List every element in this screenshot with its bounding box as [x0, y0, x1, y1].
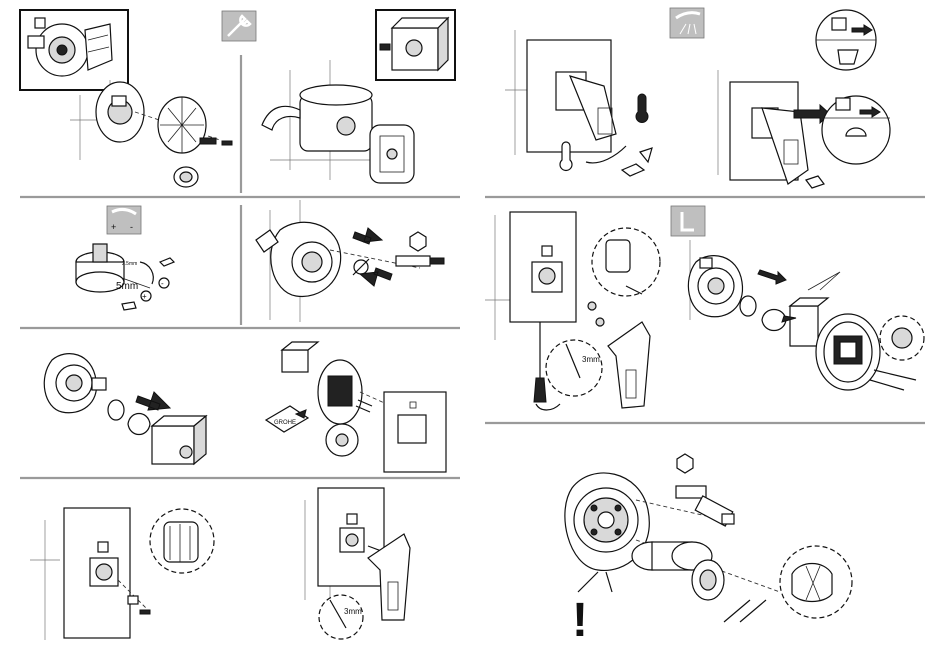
- plus-sign: +: [111, 222, 116, 232]
- hex-nut-icon: [410, 232, 426, 251]
- gauge-5mm-label: 5mm: [116, 281, 138, 292]
- warning-icon: !: [572, 594, 588, 647]
- hex-nut-icon-bottom: [677, 454, 693, 473]
- step-4-cartridge: [256, 200, 444, 322]
- step-1-exploded-body: [70, 80, 232, 187]
- wrench-icon: [222, 11, 256, 41]
- step-a-diverter-operation: [718, 10, 890, 188]
- hex-key-3mm-label-right: 3mm: [582, 355, 600, 364]
- hex-key-3mm-label-left: 3mm: [344, 607, 362, 616]
- svg-text:GROHE: GROHE: [274, 420, 296, 426]
- step-a-mixer-operation: [505, 30, 652, 176]
- step-2-box-inset: [376, 10, 455, 80]
- step-b-cartridge-exploded: [688, 240, 924, 390]
- minus-circle-label: -: [161, 279, 164, 288]
- step-7-extension-adaptor: [30, 508, 214, 640]
- gauge-2-5mm-label: 2.5mm: [122, 261, 137, 267]
- hex-key-icon: [671, 206, 705, 236]
- step-1-valve-body-inset: [20, 10, 128, 90]
- temperature-adjust-icon: + -: [107, 206, 141, 234]
- step-6-trim-plate: GROHE: [266, 342, 446, 472]
- step-5-cap-fitting: [44, 354, 206, 464]
- step-3-temperature-limit: 2.5mm 5mm + -: [76, 244, 174, 310]
- minus-sign: -: [130, 222, 133, 232]
- step-8-lever-fitting: 3mm: [305, 488, 410, 639]
- step-b-trim-removal: 3mm: [485, 212, 660, 410]
- plus-circle-label: +: [142, 292, 147, 301]
- warning-mark: !: [572, 594, 588, 647]
- hand-shower-icon: [670, 8, 704, 38]
- step-c-final-assembly: !: [565, 454, 852, 647]
